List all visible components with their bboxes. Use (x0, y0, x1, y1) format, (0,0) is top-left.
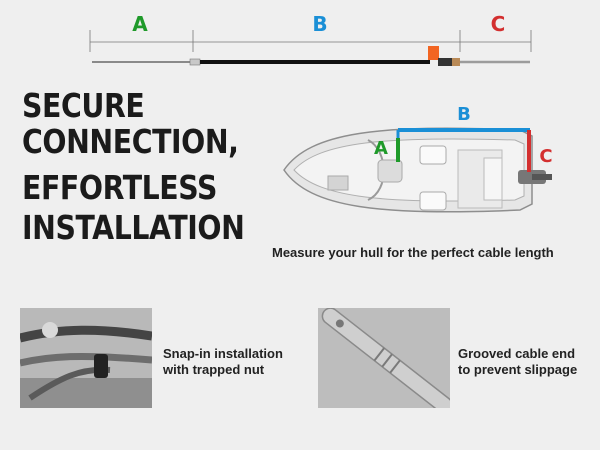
grooved-cable-end-photo (318, 308, 450, 408)
segment-label-a: A (132, 12, 148, 36)
measure-caption: Measure your hull for the perfect cable … (272, 245, 554, 260)
boat-hull-diagram: B A C (283, 104, 553, 213)
feature-caption-line: to prevent slippage (458, 362, 578, 377)
headline-line-4: INSTALLATION (22, 208, 245, 247)
feature-caption-snap-in: Snap-in installation with trapped nut (163, 346, 283, 378)
dimension-lines (89, 30, 532, 52)
headline-line-3: EFFORTLESS (22, 168, 218, 207)
boat-label-b: B (457, 104, 471, 125)
feature-caption-line: Grooved cable end (458, 346, 576, 361)
feature-caption-line: with trapped nut (163, 362, 265, 377)
boat-label-a: A (374, 138, 388, 159)
headline-line-1: SECURE (22, 86, 145, 125)
segment-label-c: C (491, 12, 506, 36)
feature-caption-line: Snap-in installation (163, 346, 283, 361)
boat-top-view-image (283, 127, 552, 213)
feature-caption-grooved-end: Grooved cable end to prevent slippage (458, 346, 577, 378)
headline-line-2: CONNECTION, (22, 122, 239, 161)
cable-length-diagram: A B C (89, 12, 532, 66)
boat-label-c: C (539, 146, 552, 167)
segment-label-b: B (312, 12, 327, 36)
snap-in-installation-photo (20, 308, 152, 408)
steering-cable-image (92, 46, 530, 66)
